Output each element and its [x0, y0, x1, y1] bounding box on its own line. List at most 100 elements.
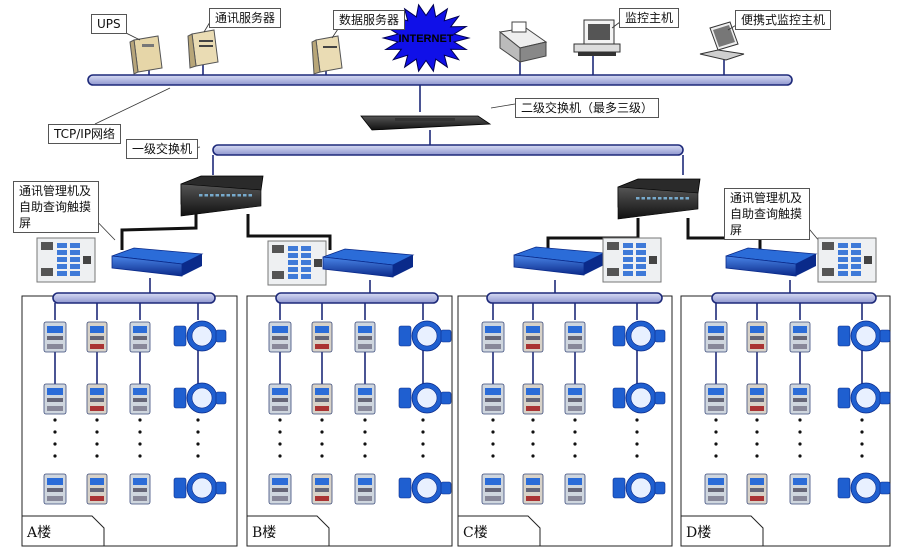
comm-server-icon	[187, 29, 219, 69]
building-b-label: B楼	[252, 525, 277, 541]
ellipsis-dot	[491, 454, 495, 458]
ellipsis-dot	[53, 430, 57, 434]
ellipsis-dot	[573, 418, 577, 422]
building-d-meter-r1c3	[837, 382, 891, 414]
portable-monitor-label: 便携式监控主机	[735, 10, 832, 30]
touchscreen-b	[267, 240, 327, 286]
building-c-meter-r2c2	[564, 473, 586, 505]
building-d-meter-r0c2	[789, 321, 811, 353]
building-a-meter-r0c2	[129, 321, 151, 353]
ellipsis-dot	[635, 454, 639, 458]
ellipsis-dot	[363, 430, 367, 434]
mgmt-left-label: 通讯管理机及自助查询触摸屏	[13, 181, 99, 233]
building-a-meter-r0c1	[86, 321, 108, 353]
ellipsis-dot	[95, 454, 99, 458]
ellipsis-dot	[138, 430, 142, 434]
level2-switch	[360, 115, 492, 131]
ellipsis-dot	[320, 442, 324, 446]
building-d-label: D楼	[686, 525, 712, 541]
ellipsis-dot	[635, 430, 639, 434]
building-c-meter-r0c3	[612, 320, 666, 352]
building-a-meter-r2c2	[129, 473, 151, 505]
level2-pointer	[490, 103, 516, 109]
touchscreen-a	[36, 237, 96, 283]
ellipsis-dot	[798, 442, 802, 446]
building-c-meter-r0c1	[522, 321, 544, 353]
building-a-meter-r1c2	[129, 383, 151, 415]
building-c-meter-r1c3	[612, 382, 666, 414]
switch-cable-0	[120, 214, 198, 250]
building-b-meter-r1c2	[354, 383, 376, 415]
building-c-bus	[486, 292, 663, 304]
building-b-meter-r0c0	[268, 321, 292, 353]
ellipsis-dot	[278, 454, 282, 458]
ellipsis-dot	[278, 418, 282, 422]
ellipsis-dot	[196, 418, 200, 422]
building-d-meter-r2c0	[704, 473, 728, 505]
building-d-meter-r1c0	[704, 383, 728, 415]
comm-device-b	[322, 248, 415, 278]
ellipsis-dot	[531, 418, 535, 422]
mgmt-right-label: 通讯管理机及自助查询触摸屏	[724, 188, 810, 240]
building-a-meter-r2c3	[173, 472, 227, 504]
ellipsis-dot	[531, 454, 535, 458]
ellipsis-dot	[138, 442, 142, 446]
building-d-bus	[711, 292, 877, 304]
ellipsis-dot	[363, 418, 367, 422]
ellipsis-dot	[138, 418, 142, 422]
ellipsis-dot	[363, 442, 367, 446]
level1-switch-left	[180, 175, 264, 217]
monitor-host-icon	[573, 19, 621, 56]
building-b-meter-r2c1	[311, 473, 333, 505]
ellipsis-dot	[278, 442, 282, 446]
building-a-meter-r2c1	[86, 473, 108, 505]
building-b-meter-r1c1	[311, 383, 333, 415]
comm-device-c	[513, 246, 606, 276]
building-a-meter-r2c0	[43, 473, 67, 505]
building-c-label: C楼	[463, 525, 488, 541]
comm-server-label: 通讯服务器	[209, 8, 282, 28]
data-server-label: 数据服务器	[333, 10, 406, 30]
ellipsis-dot	[320, 430, 324, 434]
ellipsis-dot	[714, 442, 718, 446]
building-b-meter-r1c0	[268, 383, 292, 415]
building-d-meter-r1c1	[746, 383, 768, 415]
building-c-meter-r0c2	[564, 321, 586, 353]
building-d-meter-r2c3	[837, 472, 891, 504]
ellipsis-dot	[635, 418, 639, 422]
building-a-meter-r0c0	[43, 321, 67, 353]
ellipsis-dot	[491, 442, 495, 446]
building-d-meter-r2c2	[789, 473, 811, 505]
ellipsis-dot	[635, 442, 639, 446]
ellipsis-dot	[755, 418, 759, 422]
ellipsis-dot	[278, 430, 282, 434]
ellipsis-dot	[491, 418, 495, 422]
building-a-bus	[52, 292, 216, 304]
ellipsis-dot	[573, 442, 577, 446]
building-b-meter-r2c3	[398, 472, 452, 504]
building-b-meter-r0c1	[311, 321, 333, 353]
comm-device-a	[111, 247, 204, 277]
ellipsis-dot	[798, 418, 802, 422]
building-b-tab	[246, 515, 330, 547]
ellipsis-dot	[421, 442, 425, 446]
building-a-meter-r1c3	[173, 382, 227, 414]
ellipsis-dot	[714, 430, 718, 434]
ellipsis-dot	[95, 430, 99, 434]
tcpip-label: TCP/IP网络	[48, 124, 122, 144]
building-d-meter-r2c1	[746, 473, 768, 505]
ellipsis-dot	[363, 454, 367, 458]
building-a-meter-r1c0	[43, 383, 67, 415]
ellipsis-dot	[196, 442, 200, 446]
ellipsis-dot	[320, 454, 324, 458]
tcpip-bus	[87, 74, 793, 86]
ellipsis-dot	[196, 430, 200, 434]
switch-cable-1	[246, 214, 332, 250]
building-a-meter-r1c1	[86, 383, 108, 415]
building-b-meter-r0c2	[354, 321, 376, 353]
building-c-meter-r2c1	[522, 473, 544, 505]
building-b-meter-r2c2	[354, 473, 376, 505]
ellipsis-dot	[531, 430, 535, 434]
ellipsis-dot	[421, 418, 425, 422]
